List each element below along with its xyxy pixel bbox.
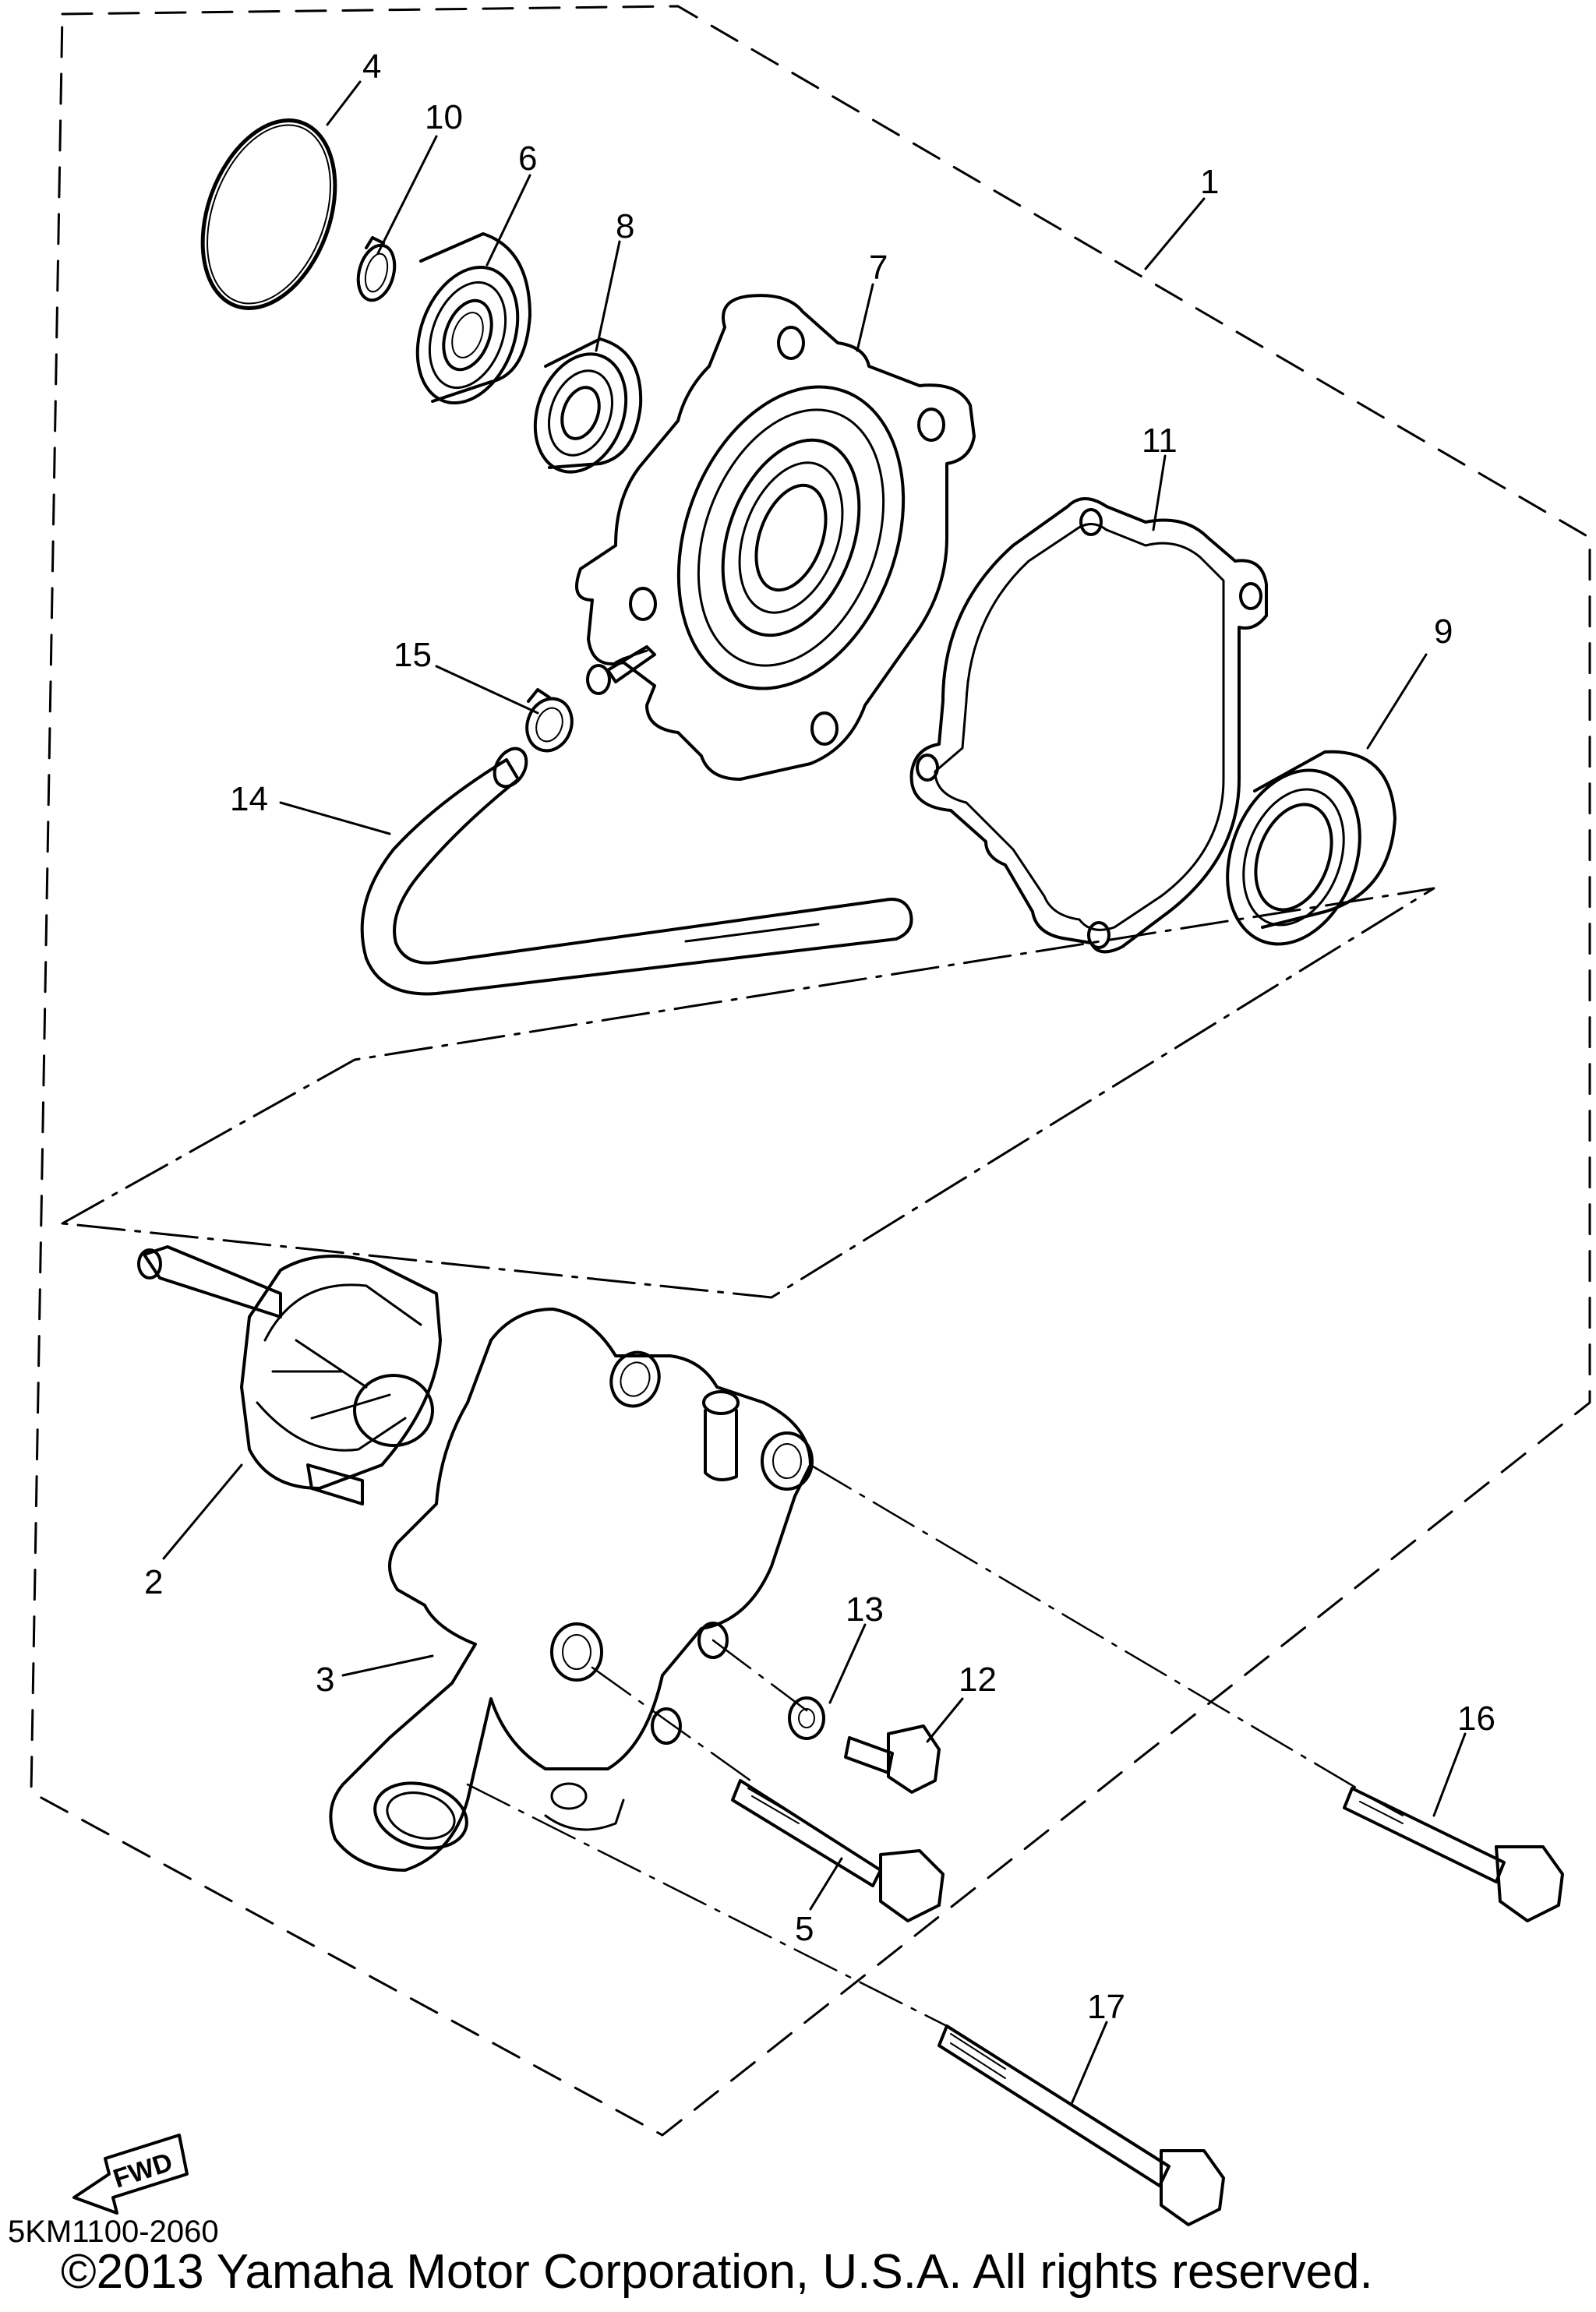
drawing-code: 5KM1100-2060	[8, 2215, 219, 2249]
callout-15: 15	[394, 636, 432, 674]
callout-17: 17	[1087, 1988, 1125, 2026]
bolt-part-5	[731, 1779, 945, 1922]
gasket-part	[909, 497, 1268, 954]
bearing-housing-part	[575, 294, 976, 781]
callout-13: 13	[846, 1590, 884, 1629]
circlip-part	[356, 236, 397, 302]
callout-16: 16	[1457, 1700, 1495, 1738]
fwd-arrow-icon: FWD	[72, 2134, 189, 2215]
bearing-part-8	[533, 337, 643, 474]
oil-seal-part	[1226, 750, 1396, 946]
axis-lines	[466, 1463, 1365, 2028]
bolt-part-17	[937, 2024, 1225, 2226]
impeller-shaft-part	[137, 1245, 442, 1505]
leader-lines	[162, 80, 1467, 2106]
o-ring-part	[200, 118, 337, 310]
callout-labels: 1 2 3 4 5 6 7 8 9 10 11 12 13 14 15 16 1…	[144, 48, 1495, 2026]
copyright-notice: ©2013 Yamaha Motor Corporation, U.S.A. A…	[61, 2245, 1373, 2299]
callout-14: 14	[230, 780, 268, 818]
hose-clamp-part	[525, 688, 574, 753]
callout-6: 6	[518, 139, 537, 178]
callout-9: 9	[1434, 612, 1453, 651]
hose-part	[360, 747, 913, 996]
assembly-boundary	[30, 5, 1591, 2137]
exploded-plane	[61, 887, 1435, 1299]
callout-12: 12	[959, 1661, 997, 1699]
bolt-part-12	[844, 1724, 941, 1794]
callout-1: 1	[1200, 163, 1219, 201]
callout-10: 10	[425, 98, 463, 136]
bearing-part-6	[415, 232, 531, 405]
callout-5: 5	[795, 1910, 814, 1948]
callout-2: 2	[144, 1563, 163, 1601]
bolt-part-16	[1343, 1787, 1564, 1922]
callout-4: 4	[362, 48, 381, 86]
callout-7: 7	[869, 249, 888, 287]
callout-8: 8	[616, 207, 634, 245]
washer-part	[788, 1696, 825, 1740]
callout-11: 11	[1142, 422, 1178, 460]
callout-3: 3	[316, 1661, 334, 1699]
pump-housing-part	[329, 1308, 814, 1872]
